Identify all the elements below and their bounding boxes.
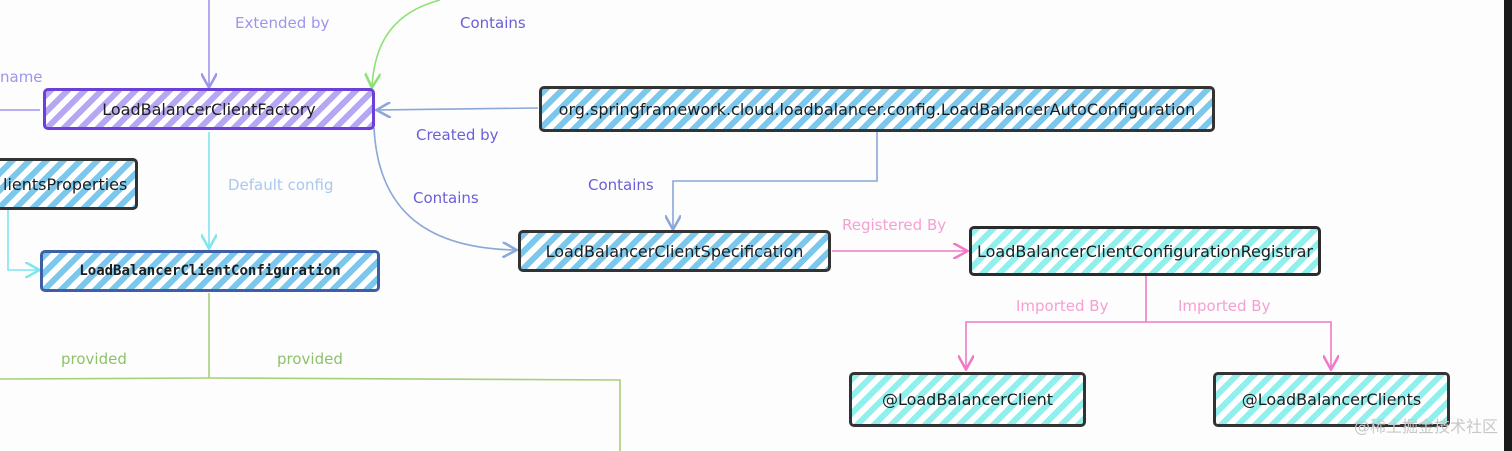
label-contains-left: Contains (413, 189, 479, 207)
label-provided-left: provided (61, 350, 127, 368)
edge-contains-left (373, 127, 515, 250)
node-load-balancer-client-annotation[interactable]: @LoadBalancerClient (849, 372, 1086, 427)
edge-created-by (378, 108, 539, 110)
label-provided-right: provided (277, 350, 343, 368)
node-load-balancer-client-configuration[interactable]: LoadBalancerClientConfiguration (40, 250, 380, 292)
label-extended-by: Extended by (235, 14, 330, 32)
node-label: @LoadBalancerClients (1241, 390, 1422, 409)
node-label: lientsProperties (3, 174, 128, 194)
node-load-balancer-client-configuration-registrar[interactable]: LoadBalancerClientConfigurationRegistrar (969, 226, 1321, 276)
node-load-balancer-clients-annotation[interactable]: @LoadBalancerClients (1213, 372, 1450, 427)
label-name-partial: name (0, 68, 43, 86)
label-imported-by-right: Imported By (1178, 297, 1271, 315)
label-created-by: Created by (416, 126, 499, 144)
label-contains-top: Contains (460, 14, 526, 32)
edge-contains-top (372, 0, 441, 86)
node-clients-properties[interactable]: lientsProperties (0, 158, 138, 210)
node-label: @LoadBalancerClient (881, 390, 1054, 409)
node-load-balancer-auto-configuration[interactable]: org.springframework.cloud.loadbalancer.c… (539, 86, 1215, 132)
node-label: org.springframework.cloud.loadbalancer.c… (558, 99, 1196, 119)
edge-provided-left (0, 377, 210, 380)
node-load-balancer-client-factory[interactable]: LoadBalancerClientFactory (43, 88, 375, 130)
label-imported-by-left: Imported By (1016, 297, 1109, 315)
edge-contains-mid (673, 132, 878, 228)
edge-provided-right (208, 377, 621, 451)
label-contains-mid: Contains (588, 176, 654, 194)
edge-properties-config (7, 210, 38, 270)
edge-imported-by-left (966, 321, 1146, 368)
watermark: @稀土掘金技术社区 (1353, 417, 1498, 436)
node-load-balancer-client-specification[interactable]: LoadBalancerClientSpecification (518, 230, 831, 272)
window-edge (1504, 0, 1512, 451)
node-label: LoadBalancerClientSpecification (545, 241, 804, 261)
node-label: LoadBalancerClientConfigurationRegistrar (976, 241, 1313, 261)
label-default-config: Default config (228, 176, 334, 194)
label-registered-by: Registered By (842, 216, 947, 234)
node-label: LoadBalancerClientConfiguration (79, 263, 341, 279)
edge-imported-by-right (1146, 321, 1331, 368)
node-label: LoadBalancerClientFactory (102, 99, 316, 119)
